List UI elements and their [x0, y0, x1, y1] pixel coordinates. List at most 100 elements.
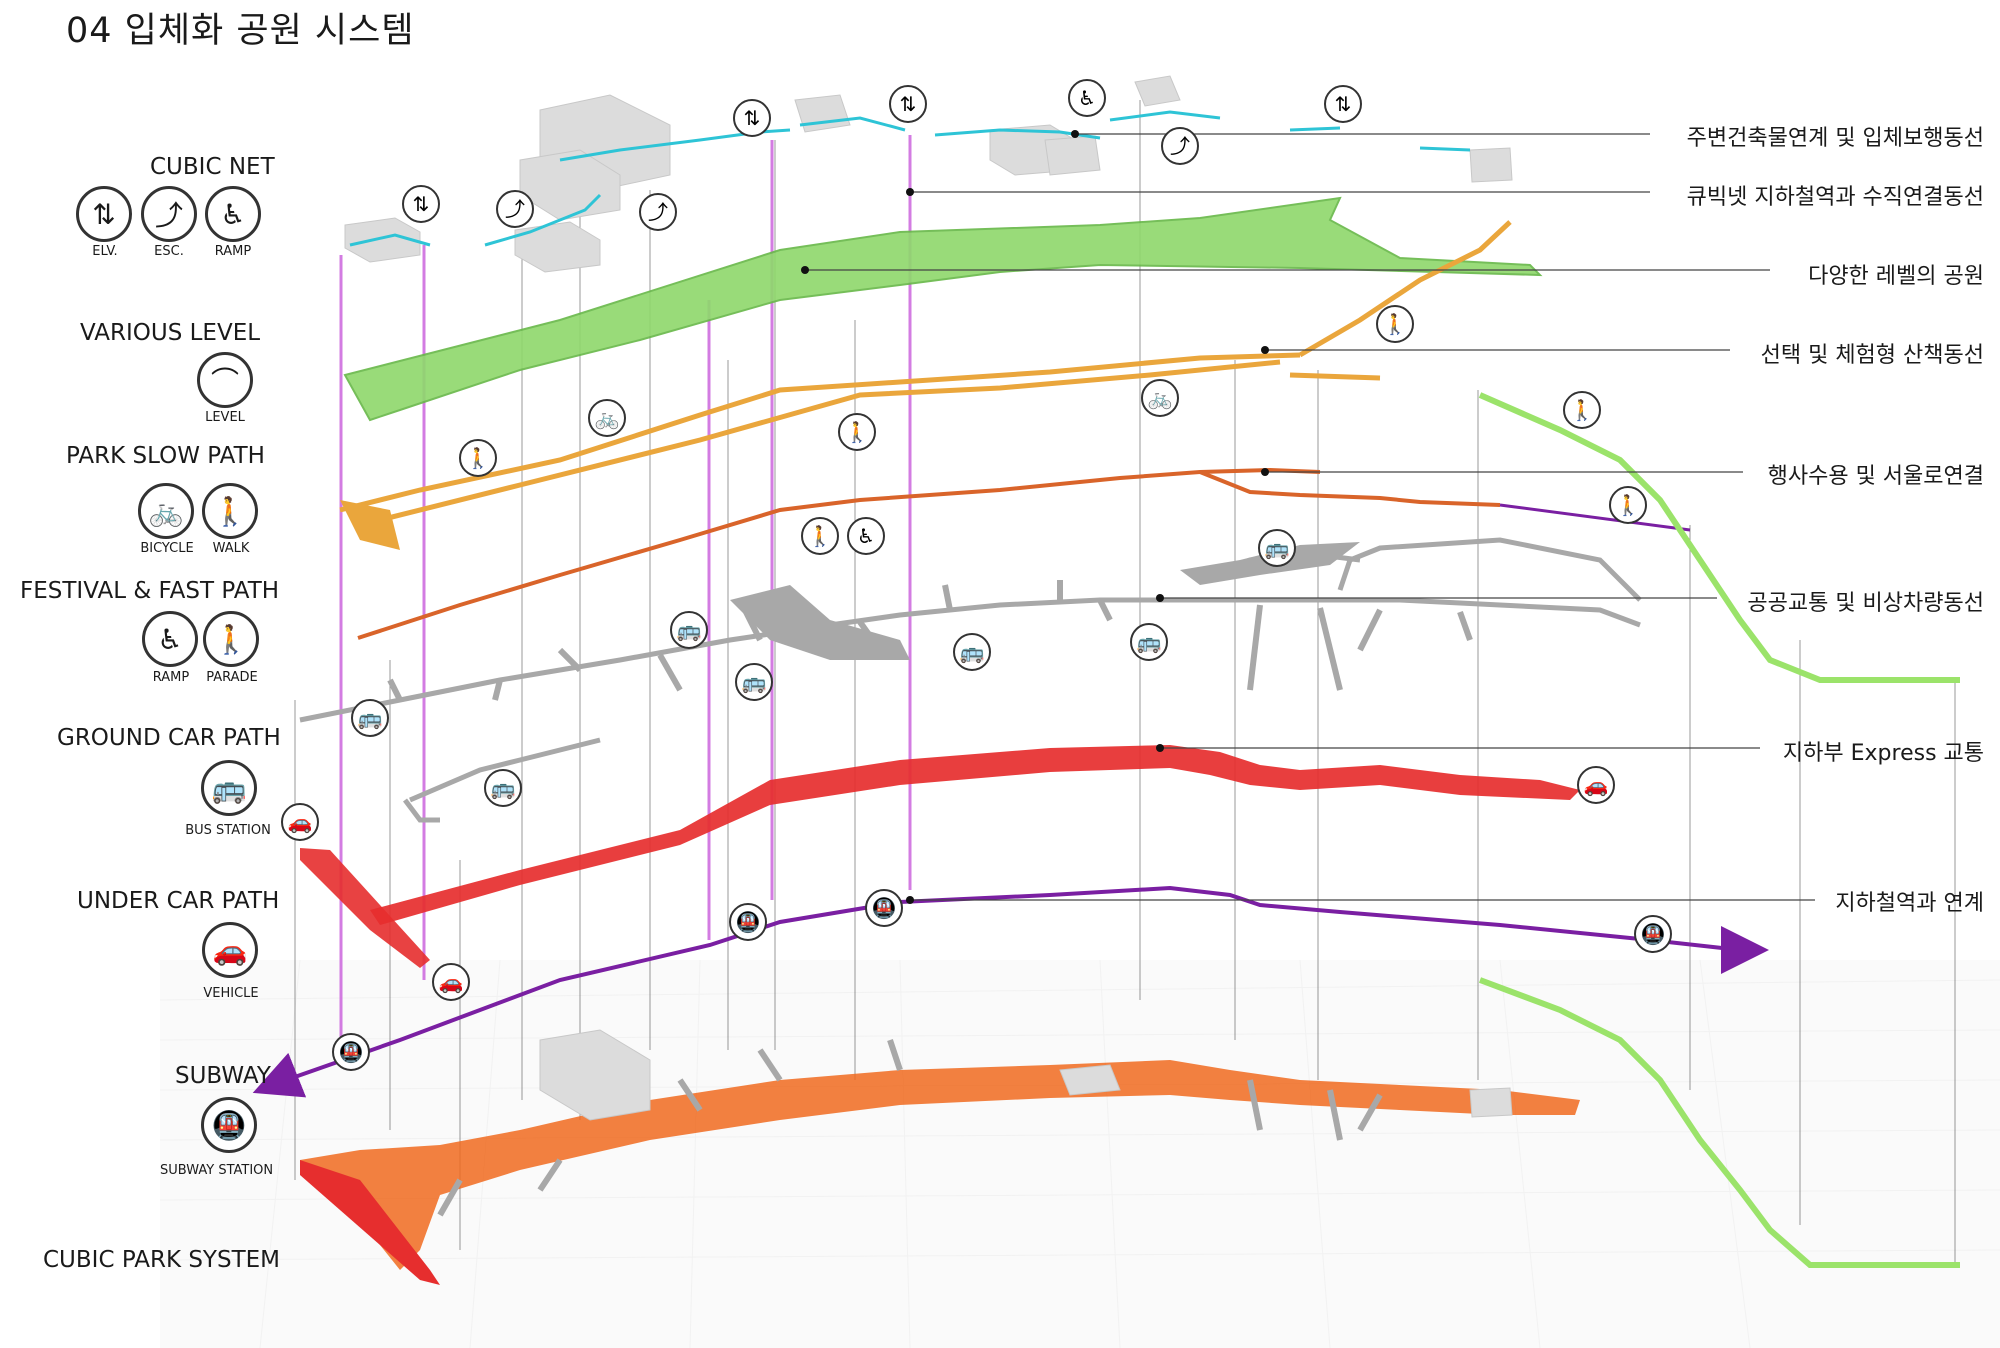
- legend-caption-ramp-2: RAMP: [152, 670, 190, 685]
- ground-car-layer: [299, 537, 1642, 823]
- elevator-icon: ⇅: [76, 186, 132, 242]
- svg-text:⇅: ⇅: [413, 192, 430, 216]
- car-icon: 🚗: [1577, 766, 1615, 804]
- wheelchair-icon: ♿: [847, 517, 885, 555]
- svg-text:🚇: 🚇: [1641, 922, 1666, 946]
- wheelchair-ramp-icon: ♿: [142, 611, 198, 667]
- wheelchair-icon: ♿: [1068, 79, 1106, 117]
- svg-text:🚗: 🚗: [288, 810, 313, 834]
- callout-various-park: 다양한 레벨의 공원: [1808, 264, 1984, 289]
- bus-icon: 🚌: [670, 611, 708, 649]
- svg-text:🚲: 🚲: [1148, 386, 1173, 410]
- bus-icon: 🚌: [1258, 529, 1296, 567]
- legend-caption-elv: ELV.: [92, 244, 118, 259]
- callout-vertical-link: 큐빅넷 지하철역과 수직연결동선: [1686, 185, 1984, 210]
- subway-train-icon: 🚇: [729, 903, 767, 941]
- legend-heading-park-slow-path: PARK SLOW PATH: [66, 443, 265, 469]
- legend-heading-subway: SUBWAY: [175, 1063, 271, 1089]
- callout-building-link: 주변건축물연계 및 입체보행동선: [1686, 126, 1984, 151]
- walk-icon: 🚶: [1609, 486, 1647, 524]
- car-icon: 🚗: [202, 922, 258, 978]
- svg-text:🚌: 🚌: [1265, 536, 1290, 560]
- svg-text:🚇: 🚇: [339, 1040, 364, 1064]
- svg-text:🚇: 🚇: [736, 910, 761, 934]
- bus-icon: 🚌: [484, 769, 522, 807]
- slow-path-layer: [339, 220, 1512, 528]
- callout-walking-path: 선택 및 체험형 산책동선: [1760, 343, 1984, 368]
- walk-icon: 🚶: [202, 483, 258, 539]
- svg-text:🚶: 🚶: [1616, 493, 1641, 517]
- elevator-icon: ⇅: [733, 99, 771, 137]
- escalator-icon: ⤴: [639, 193, 677, 231]
- composite-system-layer: [300, 1029, 1580, 1285]
- diagram-icons: ⇅ ⇅ ⇅ ⇅ ♿ ⤴ ⤴ ⤴ 🚶 🚶 🚶 🚶 🚶 🚶 🚲 🚲 ♿ 🚌 🚌 🚌 …: [281, 79, 1672, 1071]
- svg-text:🚌: 🚌: [742, 670, 767, 694]
- svg-text:🚌: 🚌: [1137, 630, 1162, 654]
- subway-train-icon: 🚇: [201, 1097, 257, 1153]
- page-title: 04 입체화 공원 시스템: [66, 11, 415, 51]
- bus-icon: 🚌: [1130, 623, 1168, 661]
- svg-text:🚶: 🚶: [1383, 312, 1408, 336]
- subway-train-icon: 🚇: [865, 889, 903, 927]
- svg-text:🚌: 🚌: [677, 618, 702, 642]
- legend-caption-vehicle: VEHICLE: [203, 986, 259, 1001]
- subway-train-icon: 🚇: [332, 1033, 370, 1071]
- svg-text:⤴: ⤴: [648, 200, 668, 224]
- elevator-icon: ⇅: [889, 85, 927, 123]
- parade-icon: 🚶: [203, 611, 259, 667]
- svg-text:⇅: ⇅: [1335, 92, 1352, 116]
- walk-icon: 🚶: [1563, 391, 1601, 429]
- bicycle-icon: 🚲: [138, 483, 194, 539]
- wheelchair-ramp-icon: ♿: [205, 186, 261, 242]
- callout-leader-lines: [805, 133, 1815, 901]
- bus-icon: 🚌: [735, 663, 773, 701]
- seoullo-path-layer: [1478, 392, 1960, 1268]
- escalator-icon: ⤴: [141, 186, 197, 242]
- festival-to-seoullo-link: [1499, 503, 1691, 532]
- express-layer: [300, 745, 1580, 968]
- legend-heading-under-car-path: UNDER CAR PATH: [77, 888, 280, 914]
- escalator-icon: ⤴: [1161, 127, 1199, 165]
- svg-text:🚌: 🚌: [358, 706, 383, 730]
- elevator-icon: ⇅: [1324, 85, 1362, 123]
- callout-festival-link: 행사수용 및 서울로연결: [1767, 464, 1984, 489]
- svg-text:♿: ♿: [857, 524, 875, 548]
- legend-caption-bicycle: BICYCLE: [140, 541, 194, 556]
- park-level-layer: [343, 196, 1543, 422]
- svg-text:🚗: 🚗: [1584, 773, 1609, 797]
- bus-icon: 🚌: [201, 760, 257, 816]
- svg-text:🚶: 🚶: [466, 446, 491, 470]
- legend-caption-ramp: RAMP: [214, 244, 252, 259]
- legend-caption-bus-station: BUS STATION: [185, 823, 271, 838]
- level-icon: ⌒: [197, 352, 253, 408]
- walk-icon: 🚶: [801, 517, 839, 555]
- legend-heading-ground-car-path: GROUND CAR PATH: [57, 725, 281, 751]
- callout-express: 지하부 Express 교통: [1782, 741, 1984, 766]
- svg-text:🚲: 🚲: [595, 406, 620, 430]
- walk-icon: 🚶: [1376, 305, 1414, 343]
- svg-text:🚶: 🚶: [808, 524, 833, 548]
- svg-text:🚇: 🚇: [872, 896, 897, 920]
- legend-caption-level: LEVEL: [205, 410, 245, 425]
- subway-train-icon: 🚇: [1634, 915, 1672, 953]
- svg-text:⤴: ⤴: [1170, 134, 1190, 158]
- svg-text:🚗: 🚗: [439, 970, 464, 994]
- festival-path-layer: [357, 467, 1501, 640]
- escalator-icon: ⤴: [496, 190, 534, 228]
- svg-text:🚶: 🚶: [845, 420, 870, 444]
- svg-text:🚌: 🚌: [491, 776, 516, 800]
- legend-caption-walk: WALK: [212, 541, 250, 556]
- bus-icon: 🚌: [953, 633, 991, 671]
- subway-layer: [271, 885, 1741, 1087]
- svg-text:♿: ♿: [1078, 86, 1096, 110]
- callout-public-transport: 공공교통 및 비상차량동선: [1747, 591, 1984, 616]
- bus-icon: 🚌: [351, 699, 389, 737]
- cubic-net-paths: [349, 110, 1471, 247]
- legend-heading-cubic-park-system: CUBIC PARK SYSTEM: [43, 1247, 281, 1273]
- building-blocks: [344, 75, 1513, 273]
- callout-anchor-dots: [801, 130, 1269, 904]
- svg-text:🚌: 🚌: [960, 640, 985, 664]
- svg-text:🚶: 🚶: [1570, 398, 1595, 422]
- walk-icon: 🚶: [459, 439, 497, 477]
- legend-caption-esc: ESC.: [154, 244, 184, 259]
